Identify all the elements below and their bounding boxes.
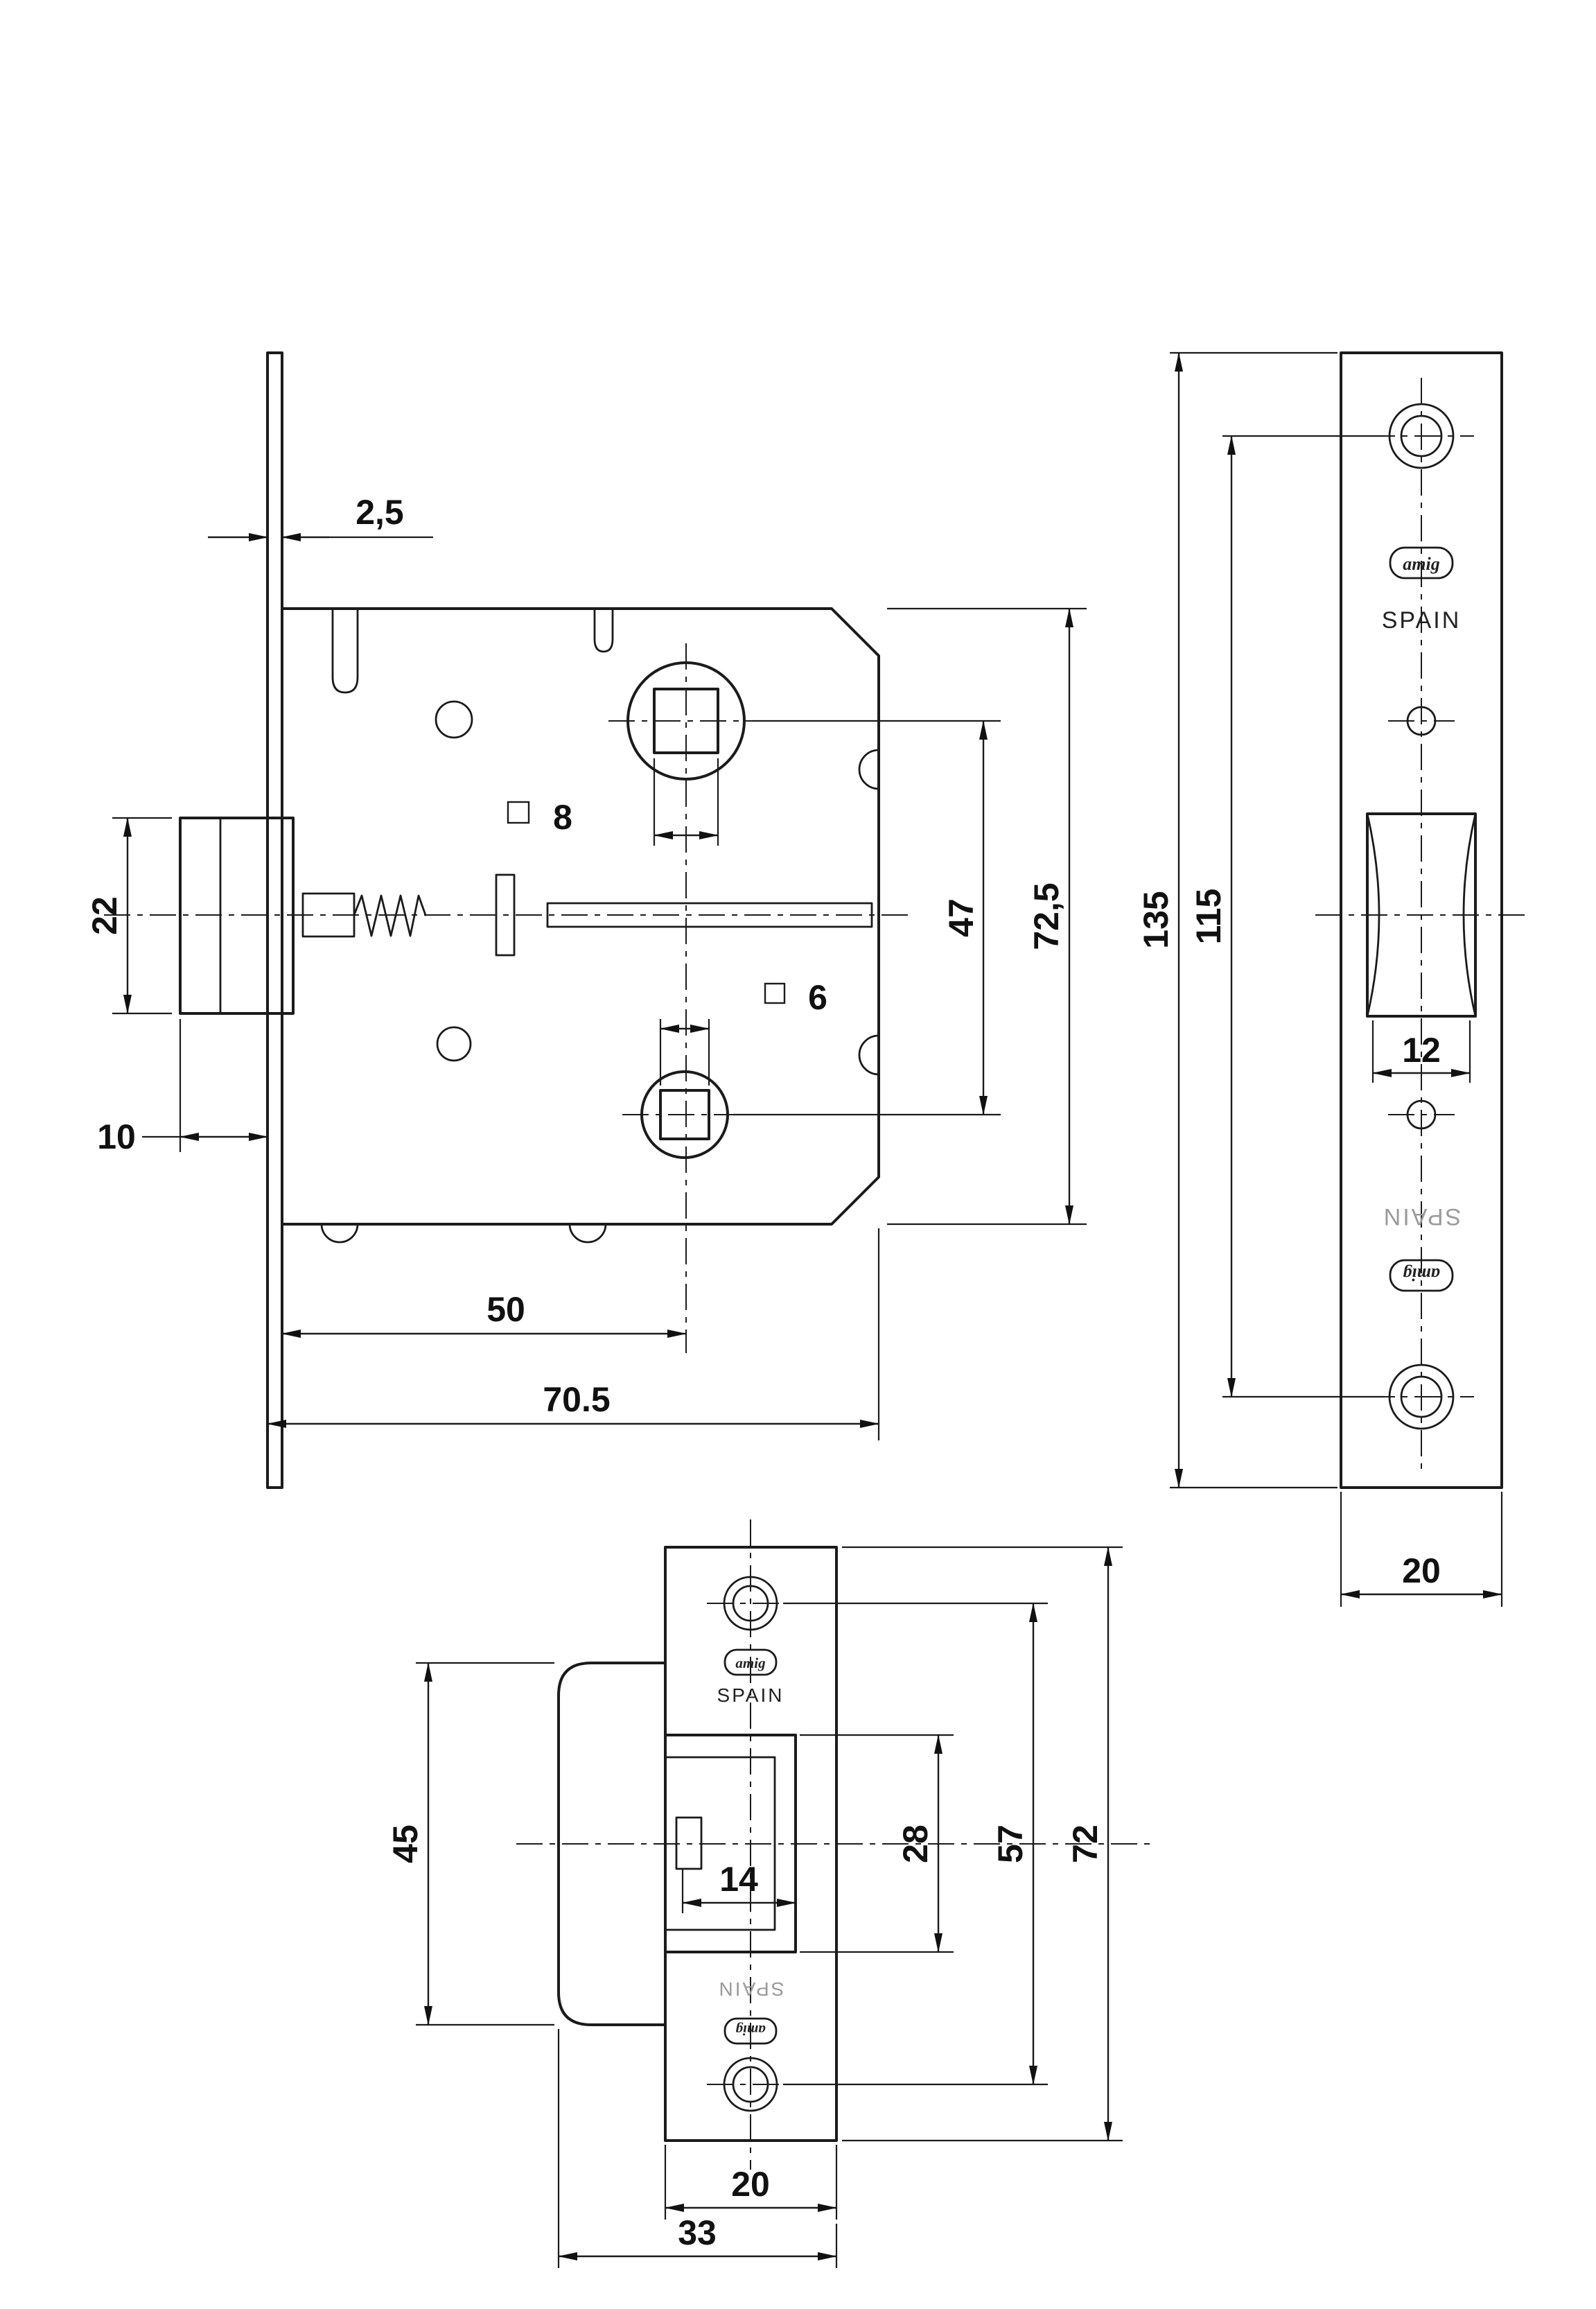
amig-logo-reversed: amig [1389,1259,1454,1292]
right-notch-lower [858,1034,880,1076]
top-slot-right [593,607,614,653]
latch-cutout [1366,812,1477,1018]
spring-bar [546,902,873,928]
dim-label-33: 33 [678,2213,717,2252]
dim-label-6: 6 [808,978,827,1017]
dim-label-115: 115 [1189,889,1228,945]
brand-spain: SPAIN [1382,607,1462,634]
dim-square-centers: 47 [733,720,1001,1116]
faceplate-edge [266,351,283,1489]
strike-screw-hole-top [707,1576,794,1631]
dim-screw-centers: 115 [1189,435,1385,1398]
dim-case-depth: 70.5 [267,1228,880,1440]
dim-strike-plate-width: 20 [664,2145,838,2220]
strike-amig-logo-text-reversed: amig [735,2022,765,2039]
faceplate-view: amig SPAIN 12 SPAIN ami [1137,351,1530,1607]
dim-latch-cutout-width: 12 [1371,1020,1471,1083]
dim-label-72-5: 72,5 [1027,882,1066,950]
pin-hole-lower [1388,1099,1455,1130]
dim-label-14: 14 [719,1860,758,1899]
bottom-tab-right [568,1223,607,1244]
dim-label-12: 12 [1402,1031,1441,1070]
dim-label-70-5: 70.5 [543,1380,610,1419]
top-slot-left [331,607,359,694]
dim-total-length: 135 [1137,351,1338,1489]
strike-amig-logo: amig [724,1648,778,1676]
square-symbol-icon [764,982,786,1004]
strike-plate-view: amig SPAIN 14 SPAIN amig [386,1519,1150,2268]
screw-post-upper [435,700,473,739]
dim-lower-square: 6 [659,978,827,1086]
dim-label-135: 135 [1137,891,1175,948]
dim-label-50: 50 [486,1290,525,1329]
strike-amig-logo-reversed: amig [724,2017,778,2045]
dim-cutout-height: 28 [800,1734,954,1953]
screw-hole-bottom [1369,1363,1474,1430]
dim-strike-screw-centers: 57 [783,1602,1048,2086]
dim-label-20-strike: 20 [731,2165,770,2204]
dim-label-22: 22 [85,896,124,935]
dim-latch-projection: 10 [97,1019,268,1156]
lower-follower-square-hole [659,1089,710,1140]
square-symbol-icon [507,801,530,824]
lower-follower-hub [640,1070,729,1159]
pin-hole-upper [1388,706,1455,736]
amig-logo: amig [1389,546,1454,580]
dim-label-72: 72 [1066,1824,1105,1863]
lock-case-outline [281,607,880,1226]
dim-label-28: 28 [896,1824,935,1863]
main-view: 2,5 22 10 8 6 [85,351,1087,1489]
dim-latch-height: 22 [85,817,172,1015]
strike-brand-spain: SPAIN [717,1684,784,1706]
guide-block [495,873,516,957]
dim-spindle-square: 8 [507,758,719,846]
dim-label-10: 10 [97,1117,136,1156]
dim-label-57: 57 [991,1824,1030,1863]
dim-label-20-faceplate: 20 [1402,1551,1441,1590]
dim-faceplate-thickness: 2,5 [208,493,433,541]
strike-latch-tab [675,1816,703,1870]
strike-latch-cutout [664,1734,797,1953]
strike-dust-box [557,1662,667,2026]
right-notch-upper [858,749,880,790]
upper-follower-hub [626,661,746,781]
amig-logo-text-reversed: amig [1403,1264,1439,1284]
faceplate-outline [1340,351,1503,1489]
upper-follower-square-hole [653,688,719,754]
latch-bolt [179,817,295,1015]
dim-label-8: 8 [553,798,572,837]
dim-case-height: 72,5 [887,607,1087,1226]
dim-strike-total-width: 33 [557,2029,838,2268]
amig-logo-text: amig [1403,554,1439,574]
dim-faceplate-width: 20 [1340,1492,1503,1607]
dim-label-2-5: 2,5 [356,493,404,532]
latch-spring [353,894,427,937]
bottom-tab-left [320,1223,359,1244]
strike-amig-logo-text: amig [735,1655,765,1671]
dim-label-45: 45 [386,1824,425,1863]
dim-box-height: 45 [386,1662,554,2026]
dim-label-47: 47 [942,898,981,937]
strike-brand-spain-reversed: SPAIN [717,1978,784,2000]
screw-hole-top [1369,403,1474,469]
brand-spain-reversed: SPAIN [1382,1203,1462,1230]
screw-post-lower [436,1026,472,1062]
dim-backset: 50 [281,1290,687,1338]
strike-screw-hole-bottom [707,2057,794,2112]
dim-latch-opening-width: 14 [681,1860,796,1913]
dim-strike-total-height: 72 [842,1546,1123,2142]
